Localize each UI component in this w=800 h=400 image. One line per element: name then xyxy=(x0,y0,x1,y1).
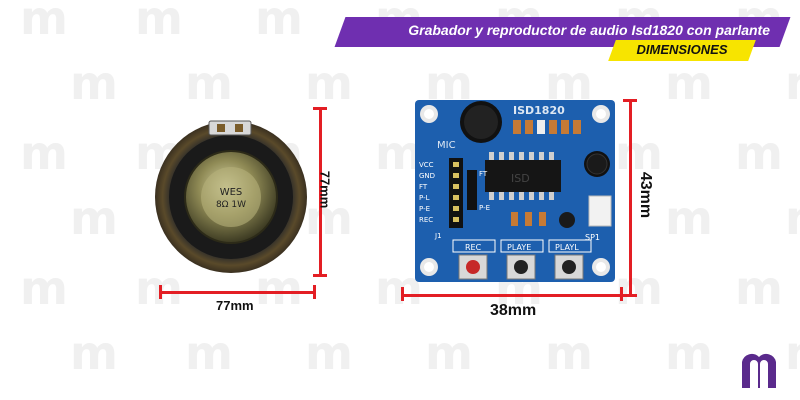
watermark-mark: m xyxy=(135,0,183,45)
watermark-mark: m xyxy=(735,261,783,315)
pin-ft: FT xyxy=(419,183,428,191)
button-playl-label: PLAYL xyxy=(555,243,579,252)
board-width-line xyxy=(402,294,622,297)
speaker-height-cap-top xyxy=(313,107,327,110)
watermark-mark: m xyxy=(70,191,118,245)
speaker-width-cap-right xyxy=(313,285,316,299)
watermark-mark: m xyxy=(20,126,68,180)
pin-gnd: GND xyxy=(419,172,435,180)
watermark-mark: m xyxy=(545,56,593,110)
pin-pl: P-L xyxy=(419,194,430,202)
board-height-label: 43mm xyxy=(637,171,655,219)
speaker-width-cap-left xyxy=(159,285,162,299)
mic-label: MIC xyxy=(437,140,456,151)
watermark-mark: m xyxy=(255,261,303,315)
speaker-label-1: WES xyxy=(220,187,243,198)
board-width-cap-left xyxy=(401,287,404,301)
pin-vcc: VCC xyxy=(419,161,434,169)
board-title: ISD1820 xyxy=(513,104,565,117)
watermark-mark: m xyxy=(785,330,800,376)
watermark-mark: m xyxy=(70,56,118,110)
button-rec-label: REC xyxy=(465,243,482,252)
watermark-mark: m xyxy=(305,56,353,110)
page-title: Grabador y reproductor de audio Isd1820 … xyxy=(408,22,770,38)
watermark-mark: m xyxy=(785,195,800,241)
watermark-mark: m xyxy=(375,126,423,180)
watermark-mark: m xyxy=(785,60,800,106)
watermark-mark: m xyxy=(70,326,118,380)
speaker-height-line xyxy=(319,108,322,276)
pe-jumper-label: P-E xyxy=(479,204,490,212)
board-height-cap-bottom xyxy=(623,294,637,297)
watermark-mark: m xyxy=(545,326,593,380)
chip-label: ISD xyxy=(511,172,530,185)
watermark-mark: m xyxy=(185,326,233,380)
page-subtitle: DIMENSIONES xyxy=(636,42,728,57)
watermark-mark: m xyxy=(665,56,713,110)
watermark-mark: m xyxy=(305,191,353,245)
watermark-mark: m xyxy=(20,0,68,45)
speaker-image: WES 8Ω 1W xyxy=(155,120,307,273)
brand-logo xyxy=(742,353,776,388)
watermark-mark: m xyxy=(615,126,663,180)
button-playe-label: PLAYE xyxy=(507,243,531,252)
board-width-cap-right xyxy=(620,287,623,301)
isd1820-board-image: ISD1820 MIC ISD VCC GND FT P-L P-E REC F… xyxy=(415,100,615,282)
speaker-height-label: 77mm xyxy=(317,170,333,209)
speaker-height-cap-bottom xyxy=(313,274,327,277)
j1-label: J1 xyxy=(434,232,442,240)
watermark-mark: m xyxy=(305,326,353,380)
watermark-mark: m xyxy=(735,126,783,180)
board-height-line xyxy=(629,100,632,296)
pin-rec: REC xyxy=(419,216,433,224)
speaker-label-2: 8Ω 1W xyxy=(216,200,246,210)
speaker-connector-label: SP1 xyxy=(585,233,600,242)
watermark-mark: m xyxy=(665,191,713,245)
watermark-mark: m xyxy=(425,326,473,380)
board-width-label: 38mm xyxy=(490,302,537,319)
watermark-mark: m xyxy=(20,261,68,315)
pin-pe: P-E xyxy=(419,205,430,213)
speaker-width-label: 77mm xyxy=(216,298,254,313)
watermark-mark: m xyxy=(375,261,423,315)
speaker-width-line xyxy=(160,291,315,294)
watermark-mark: m xyxy=(425,56,473,110)
watermark-mark: m xyxy=(185,56,233,110)
ft-jumper-label: FT xyxy=(479,170,488,178)
watermark-mark: m xyxy=(135,261,183,315)
watermark-mark: m xyxy=(255,0,303,45)
board-height-cap-top xyxy=(623,99,637,102)
watermark-mark: m xyxy=(665,326,713,380)
